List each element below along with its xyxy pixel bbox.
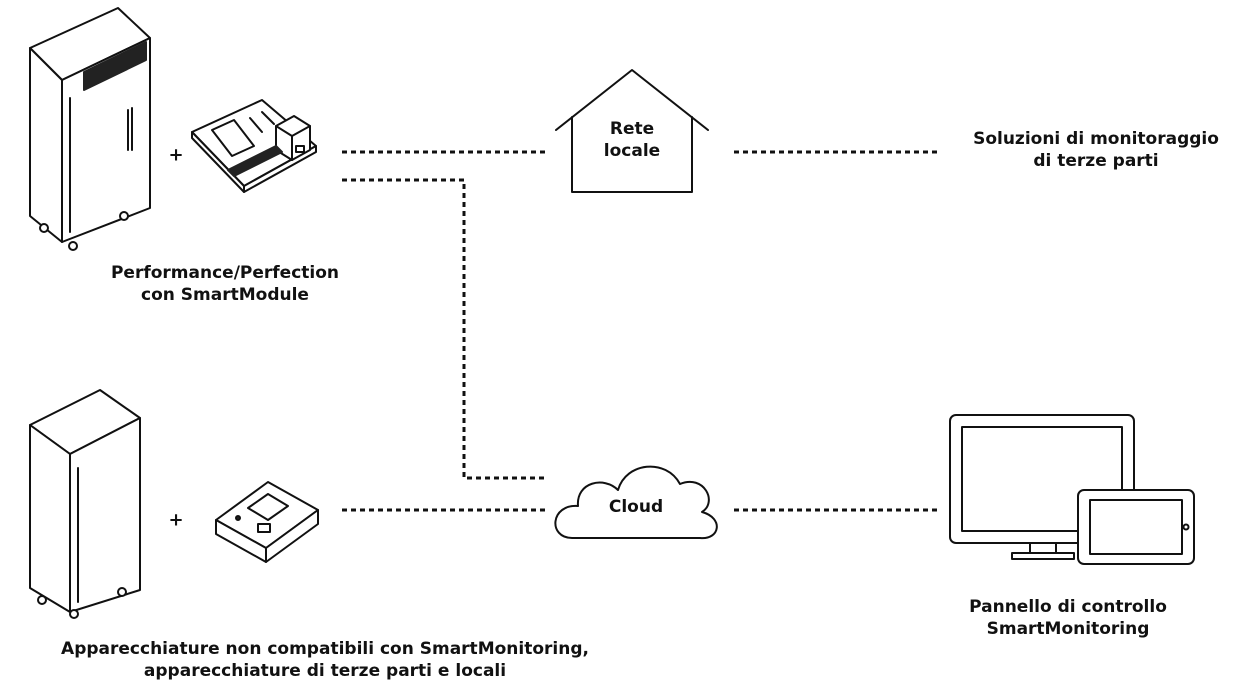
noncompatible-equipment-label: Apparecchiature non compatibili con Smar… xyxy=(61,639,589,681)
plus-sign-top: + xyxy=(168,144,184,166)
dashboard-label: Pannello di controllo SmartMonitoring xyxy=(969,597,1167,639)
third-party-monitoring-label: Soluzioni di monitoraggio di terze parti xyxy=(973,129,1219,171)
house-icon xyxy=(555,69,709,193)
monitor-tablet-icon xyxy=(949,414,1195,565)
plus-sign-bottom: + xyxy=(168,509,184,531)
connector-board-to-cloud xyxy=(342,178,546,480)
fridge-icon-bottom xyxy=(29,389,141,619)
smartmodule-label: Performance/Perfection con SmartModule xyxy=(110,263,340,305)
local-network-label: Rete locale xyxy=(603,119,661,161)
cloud-icon xyxy=(554,465,718,540)
smartmodule-board-icon xyxy=(191,99,317,193)
cloud-label: Cloud xyxy=(608,497,664,517)
monitoring-device-icon xyxy=(215,481,319,563)
connector-lines xyxy=(342,150,938,512)
fridge-icon-top xyxy=(29,7,151,251)
